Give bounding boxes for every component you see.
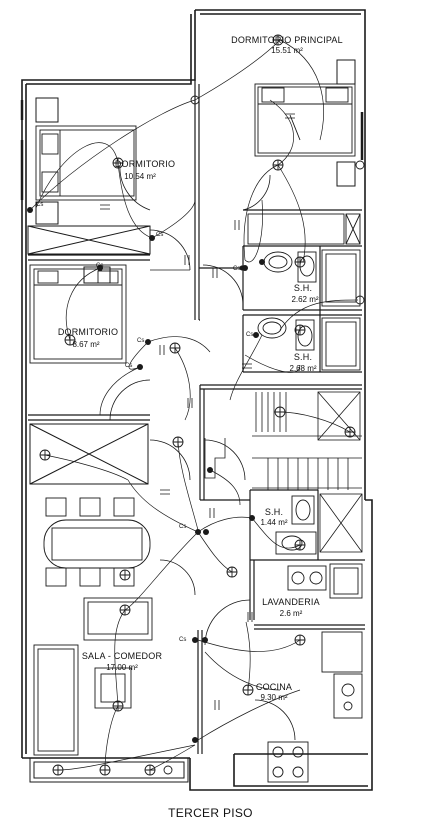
dining-table bbox=[43, 497, 151, 587]
switch-label: Cs bbox=[36, 202, 44, 208]
bed-bedroom-2 bbox=[29, 264, 127, 364]
room-name-sh-2: S.H. bbox=[293, 352, 313, 362]
bed-bedroom-1 bbox=[35, 125, 137, 201]
exterior-walls bbox=[21, 9, 373, 791]
nightstand bbox=[336, 161, 356, 187]
room-area-sala-comedor: 17.00 m² bbox=[106, 663, 138, 672]
outlet-ticks bbox=[100, 113, 295, 710]
switch-label: Cs bbox=[233, 266, 241, 272]
switch-label: Cs bbox=[96, 263, 104, 269]
light-fixtures bbox=[39, 34, 365, 776]
switch-label: Cs bbox=[137, 338, 145, 344]
room-name-dormitorio-principal: DORMITORIO PRINCIPAL bbox=[231, 35, 343, 45]
door-swings bbox=[109, 164, 296, 741]
room-name-cocina: COCINA bbox=[255, 682, 293, 692]
nightstand bbox=[336, 59, 356, 85]
switch-label: Cs bbox=[125, 363, 133, 369]
switch-label: Cs bbox=[179, 524, 187, 530]
stairs bbox=[204, 391, 363, 553]
room-area-dormitorio-principal: 15.51 m² bbox=[271, 46, 303, 55]
room-name-dormitorio-2: DORMITORIO bbox=[57, 327, 119, 337]
electrical-circuits bbox=[29, 39, 359, 771]
room-area-lavanderia: 2.6 m² bbox=[279, 609, 303, 618]
room-name-sh-3: S.H. bbox=[264, 507, 284, 517]
room-area-dormitorio-1: 10.54 m² bbox=[124, 172, 156, 181]
interior-walls bbox=[28, 80, 365, 754]
room-area-sh-2: 2.68 m² bbox=[289, 364, 317, 373]
plan-title: TERCER PISO bbox=[168, 806, 253, 820]
room-name-dormitorio-1: DORMITORIO bbox=[114, 159, 176, 169]
room-area-sh-3: 1.44 m² bbox=[260, 518, 288, 527]
room-name-sala-comedor: SALA - COMEDOR bbox=[81, 651, 163, 661]
room-name-lavanderia: LAVANDERIA bbox=[262, 597, 320, 607]
switch-label: Cs bbox=[179, 637, 187, 643]
bed-master bbox=[254, 83, 356, 157]
room-area-sh-1: 2.62 m² bbox=[291, 295, 319, 304]
sofa-set bbox=[33, 597, 153, 756]
kitchen-fixtures bbox=[267, 563, 363, 783]
switch-label: Cs bbox=[246, 332, 254, 338]
switches bbox=[27, 207, 265, 743]
room-area-cocina: 9.30 m² bbox=[260, 693, 288, 702]
room-name-sh-1: S.H. bbox=[293, 283, 313, 293]
switch-label: Cs bbox=[156, 232, 164, 238]
room-area-dormitorio-2: 8.67 m² bbox=[72, 340, 100, 349]
